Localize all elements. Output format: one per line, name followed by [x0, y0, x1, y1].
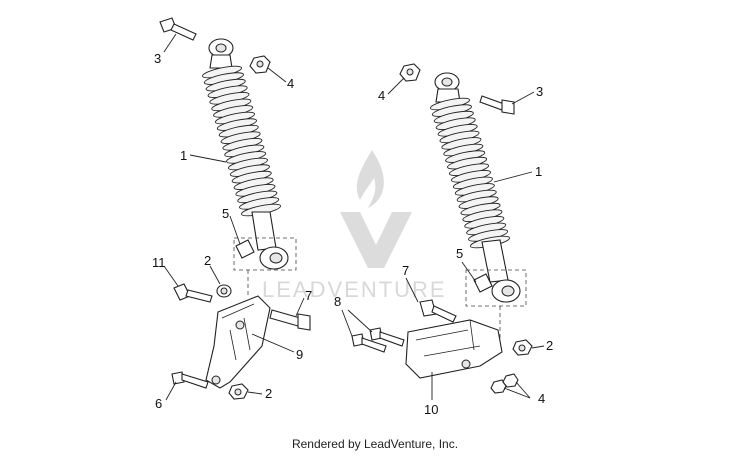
left-bolt-7 — [269, 309, 311, 331]
callout-3-right: 3 — [536, 84, 543, 99]
bolt-11 — [173, 283, 213, 303]
watermark-text: LEADVENTURE — [262, 277, 447, 302]
callout-3-left: 3 — [154, 51, 161, 66]
bolts-8 — [351, 327, 405, 353]
left-nut-2-top — [216, 284, 232, 298]
callout-10: 10 — [424, 402, 438, 417]
callout-2-left-top: 2 — [204, 253, 211, 268]
callout-2-left-bottom: 2 — [265, 386, 272, 401]
left-spacer-5 — [235, 239, 255, 259]
callout-6: 6 — [155, 396, 162, 411]
right-shock-absorber — [429, 72, 521, 303]
leader-lines — [163, 33, 545, 401]
right-bracket-10 — [405, 319, 503, 379]
callout-1-left: 1 — [180, 148, 187, 163]
watermark-logo: LEADVENTURE — [262, 150, 447, 302]
left-shock-absorber — [201, 38, 289, 270]
right-nut-4-top — [399, 63, 421, 82]
callout-2-right: 2 — [546, 338, 553, 353]
callout-4-right-bottom: 4 — [538, 391, 545, 406]
callout-7-left: 7 — [305, 288, 312, 303]
callouts: 3 4 1 5 11 2 7 9 6 2 4 3 1 5 7 8 2 4 10 — [152, 51, 553, 417]
footer-credit: Rendered by LeadVenture, Inc. — [291, 437, 459, 451]
callout-9: 9 — [296, 347, 303, 362]
callout-5-left: 5 — [222, 206, 229, 221]
callout-1-right: 1 — [535, 164, 542, 179]
callout-4-left: 4 — [287, 76, 294, 91]
callout-11: 11 — [152, 255, 166, 270]
left-bracket-9 — [205, 295, 271, 389]
bolt-6 — [171, 371, 209, 389]
right-spacer-5 — [473, 273, 493, 293]
callout-7-right: 7 — [402, 263, 409, 278]
right-nut-2 — [512, 339, 533, 356]
callout-8: 8 — [334, 294, 341, 309]
callout-4-right-top: 4 — [378, 88, 385, 103]
callout-5-right: 5 — [456, 246, 463, 261]
left-nut-2-bottom — [228, 383, 249, 400]
right-bolt-3 — [479, 95, 515, 115]
right-nuts-4-bottom — [490, 373, 519, 394]
left-nut-4 — [249, 55, 271, 74]
right-bolt-7 — [419, 299, 457, 323]
left-bolt-3 — [159, 17, 197, 41]
